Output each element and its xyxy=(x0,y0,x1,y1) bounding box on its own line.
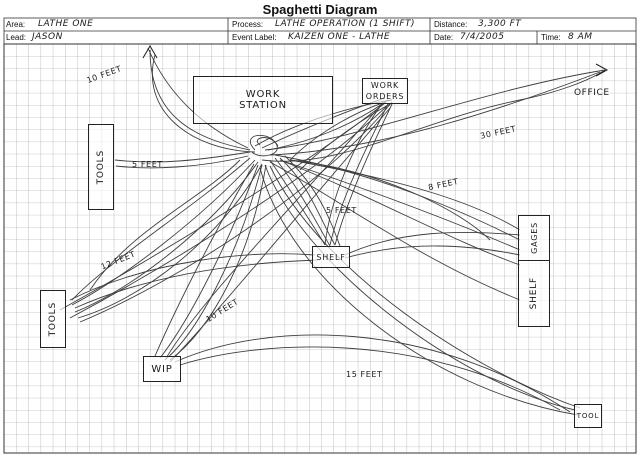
process-label: Process: xyxy=(232,20,264,29)
distance-label: Distance: xyxy=(434,20,468,29)
work-station-label: WORK STATION xyxy=(239,89,287,111)
distance-value: 3,300 FT xyxy=(478,19,522,29)
tools-lower-box: TOOLS xyxy=(40,290,66,348)
event-value: KAIZEN ONE - LATHE xyxy=(288,32,391,42)
gages-cell: GAGES xyxy=(519,216,549,261)
work-station-box: WORK STATION xyxy=(193,76,333,124)
shelf-gages-box: GAGES SHELF xyxy=(518,215,550,327)
office-label: OFFICE xyxy=(574,88,610,98)
tools-lower-label: TOOLS xyxy=(47,301,58,337)
lead-label: Lead: xyxy=(6,33,27,42)
date-label: Date: xyxy=(434,33,454,42)
distance-label-15: 15 FEET xyxy=(346,370,383,379)
wip-label: WIP xyxy=(151,363,173,375)
distance-label-5-center: 5 FEET xyxy=(326,206,357,215)
work-orders-box: WORK ORDERS xyxy=(362,78,408,104)
event-label: Event Label: xyxy=(232,33,277,42)
shelf-center-label: SHELF xyxy=(316,252,346,262)
header-table xyxy=(3,17,637,45)
tools-upper-box: TOOLS xyxy=(88,124,114,210)
tools-upper-label: TOOLS xyxy=(95,149,106,185)
work-orders-label: WORK ORDERS xyxy=(365,81,405,101)
date-value: 7/4/2005 xyxy=(460,32,505,42)
page-title: Spaghetti Diagram xyxy=(262,2,378,17)
process-value: LATHE OPERATION (1 SHIFT) xyxy=(275,19,416,29)
area-label: Area: xyxy=(6,20,26,29)
shelf-right-label: SHELF xyxy=(528,277,539,310)
shelf-center-box: SHELF xyxy=(312,246,350,268)
tool-bottom-box: TOOL xyxy=(574,404,602,428)
arrowheads xyxy=(142,45,609,77)
tool-bottom-label: TOOL xyxy=(576,411,600,420)
area-value: LATHE ONE xyxy=(38,19,94,29)
wip-box: WIP xyxy=(143,356,181,382)
shelf-right-cell: SHELF xyxy=(529,261,540,326)
movement-paths xyxy=(59,47,606,416)
lead-value: JASON xyxy=(32,32,63,42)
gages-label: GAGES xyxy=(529,222,539,254)
time-value: 8 AM xyxy=(568,32,593,42)
time-label: Time: xyxy=(541,33,561,42)
distance-label-5-left: 5 FEET xyxy=(132,160,163,169)
